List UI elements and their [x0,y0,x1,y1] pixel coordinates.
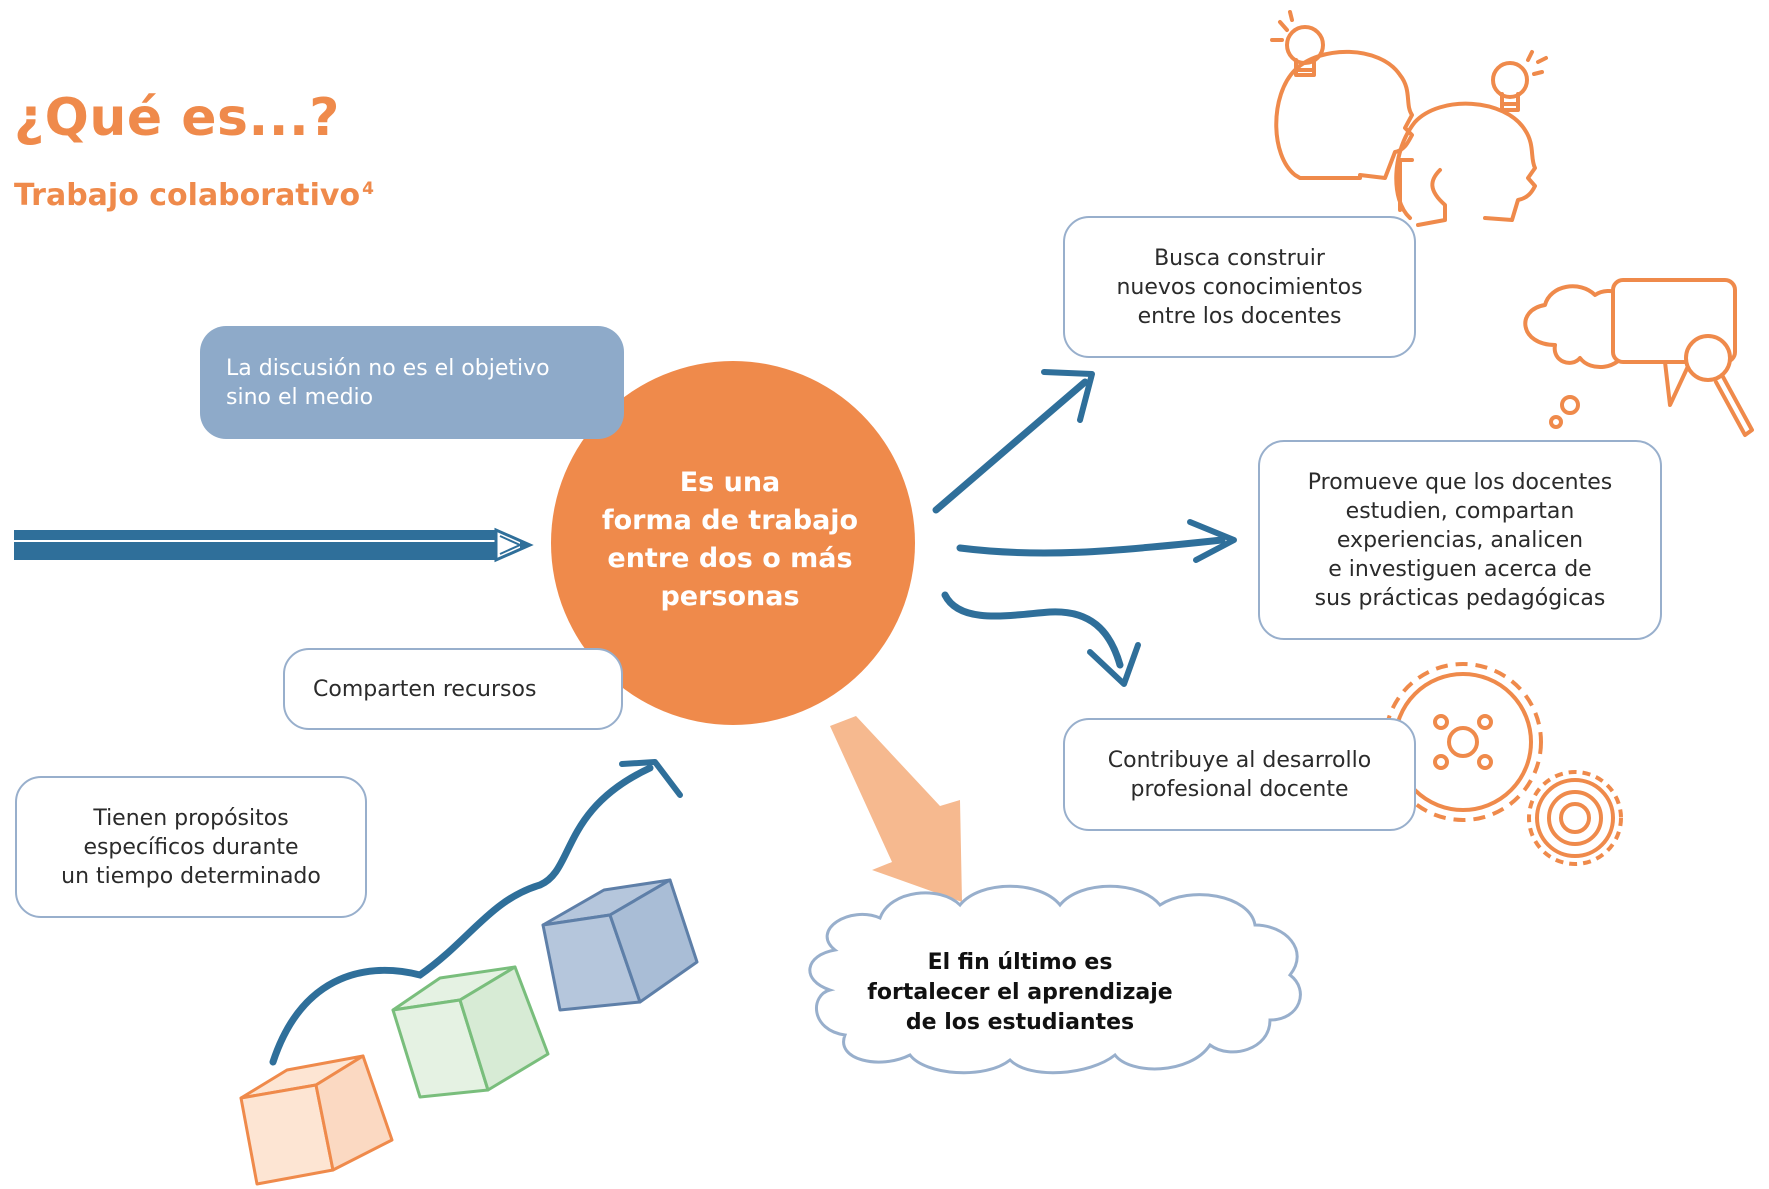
footnote-marker: 4 [362,179,374,199]
arrow-to-knowledge [932,378,1089,514]
center-text: Es una forma de trabajo entre dos o más … [601,467,859,612]
knowledge-box: Busca construir nuevos conocimientos ent… [1063,216,1416,358]
resources-box: Comparten recursos [283,648,623,730]
heads-lightbulb-icon [1270,10,1548,227]
promote-box: Promueve que los docentes estudien, comp… [1258,440,1662,640]
gears-icon [1383,662,1623,866]
development-box: Contribuye al desarrollo profesional doc… [1063,718,1416,831]
chat-search-icon [1523,278,1754,437]
blocks-icon [239,759,699,1186]
cloud-text: El fin último es fortalecer el aprendiza… [867,950,1173,1035]
pencil-icon [14,527,534,563]
center-circle [551,361,915,725]
arrow-to-development [941,591,1124,669]
page-title: ¿Qué es...? [14,88,340,148]
purposes-box: Tienen propósitos específicos durante un… [15,776,367,918]
arrow-to-cloud [830,716,962,902]
subtitle-text: Trabajo colaborativo [14,178,361,213]
discussion-box: La discusión no es el objetivo sino el m… [200,326,624,439]
cloud-shape [808,884,1302,1075]
arrow-to-promote [956,536,1226,557]
